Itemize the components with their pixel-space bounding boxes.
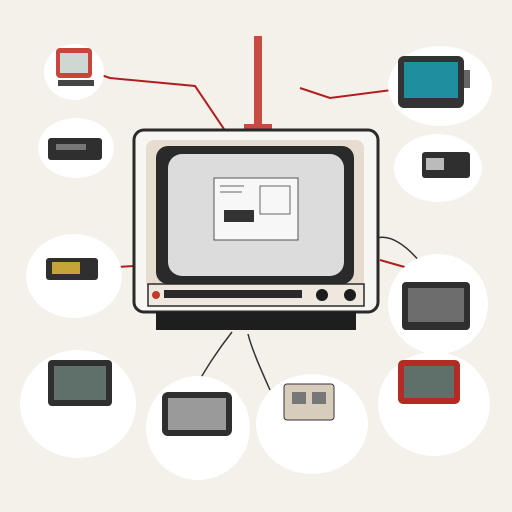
red-tv-screen bbox=[404, 366, 454, 398]
crt-monitor-base bbox=[58, 80, 94, 86]
component-bottom-right-red-tv bbox=[378, 352, 490, 456]
knob-icon bbox=[152, 291, 160, 299]
component-right-camera bbox=[394, 134, 482, 202]
radio-display bbox=[52, 262, 80, 274]
knob-icon-2 bbox=[344, 289, 356, 301]
component-bottom-mid-left-tablet bbox=[146, 376, 250, 480]
component-top-left-monitor bbox=[44, 44, 104, 100]
antenna-base bbox=[244, 124, 272, 132]
circuit-chip-2 bbox=[312, 392, 326, 404]
connector-top-right bbox=[299, 87, 393, 100]
component-right-monitor bbox=[388, 254, 488, 354]
small-tv-screen bbox=[54, 366, 106, 400]
connector-right bbox=[379, 259, 409, 269]
teal-screen bbox=[404, 62, 458, 98]
teal-screen-side bbox=[464, 70, 470, 88]
monitor-screen bbox=[408, 288, 464, 322]
screen-diagram bbox=[259, 185, 291, 215]
screen-illustration-device bbox=[224, 210, 254, 222]
component-left-vcr bbox=[38, 118, 114, 178]
component-top-right-screen bbox=[388, 46, 492, 126]
camera-lens bbox=[426, 158, 444, 170]
vcr-slot bbox=[56, 144, 86, 150]
component-bottom-mid-right-board bbox=[256, 374, 368, 474]
central-tv-slot bbox=[164, 290, 302, 298]
cable-down-mid bbox=[247, 333, 271, 391]
power-button-icon bbox=[316, 289, 328, 301]
tablet-screen bbox=[168, 398, 226, 430]
screen-illustration-frame bbox=[213, 177, 299, 241]
antenna-mast bbox=[254, 36, 262, 136]
central-tv bbox=[132, 128, 380, 330]
crt-monitor-screen bbox=[60, 53, 88, 73]
component-left-radio bbox=[26, 234, 122, 318]
central-tv-base bbox=[156, 312, 356, 330]
circuit-chip bbox=[292, 392, 306, 404]
circuit-board-icon bbox=[283, 383, 335, 421]
component-bottom-left-tv bbox=[20, 350, 136, 458]
